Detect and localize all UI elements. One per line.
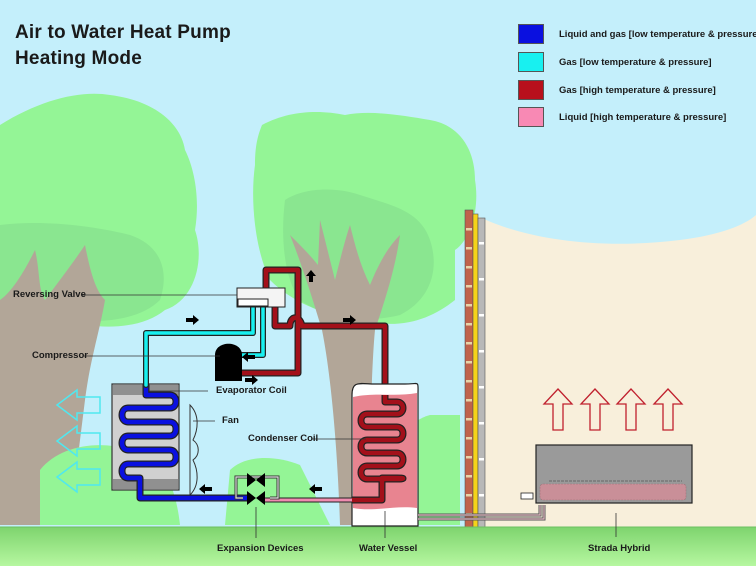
label-water-vessel: Water Vessel bbox=[359, 543, 418, 554]
plaster-mark bbox=[479, 314, 484, 317]
cool-air-arrows bbox=[55, 388, 101, 494]
label-fan: Fan bbox=[222, 415, 239, 426]
label-condenser-coil: Condenser Coil bbox=[248, 433, 319, 444]
legend-label: Liquid and gas [low temperature & pressu… bbox=[559, 28, 756, 40]
flow-arrow-left bbox=[242, 352, 255, 362]
heat-arrow bbox=[542, 388, 574, 431]
flow-arrow-right bbox=[186, 315, 199, 325]
wall-plaster-layer bbox=[477, 217, 486, 531]
cool-air-arrow bbox=[55, 424, 101, 458]
legend-item: Liquid [high temperature & pressure] bbox=[518, 106, 726, 128]
low-gas-pipe-fill bbox=[144, 300, 255, 387]
brick-mortar bbox=[466, 266, 472, 269]
house-wall bbox=[464, 209, 486, 531]
left-tree bbox=[0, 93, 199, 525]
brick-mortar bbox=[466, 228, 472, 231]
middle-tree-trunk bbox=[290, 220, 400, 525]
legend-item: Liquid and gas [low temperature & pressu… bbox=[518, 23, 756, 45]
label-expansion-devices: Expansion Devices bbox=[217, 543, 304, 554]
brick-mortar bbox=[466, 361, 472, 364]
flow-arrow-right bbox=[245, 375, 258, 385]
leader-lines bbox=[82, 294, 617, 538]
wall-brick-layer bbox=[464, 209, 474, 531]
expansion-valve-icon bbox=[247, 473, 265, 487]
heat-arrow bbox=[579, 388, 611, 431]
brick-mortar bbox=[466, 456, 472, 459]
flow-arrow-up bbox=[306, 270, 316, 282]
diagram-title: Air to Water Heat Pump bbox=[15, 22, 231, 43]
brick-mortar bbox=[466, 475, 472, 478]
plaster-mark bbox=[479, 422, 484, 425]
label-reversing-valve: Reversing Valve bbox=[13, 289, 86, 300]
strada-hybrid-radiator bbox=[520, 444, 693, 504]
evaporator-coil-pipe-fill bbox=[119, 382, 253, 501]
flow-arrow-left bbox=[199, 484, 212, 494]
plaster-mark bbox=[479, 494, 484, 497]
fan-icon bbox=[189, 403, 199, 497]
ground bbox=[0, 527, 756, 566]
expansion-devices bbox=[234, 473, 280, 505]
brick-mortar bbox=[466, 380, 472, 383]
label-compressor: Compressor bbox=[32, 350, 88, 361]
reversing-valve bbox=[236, 287, 286, 308]
plaster-mark bbox=[479, 386, 484, 389]
legend-label: Liquid [high temperature & pressure] bbox=[559, 111, 727, 123]
brick-mortar bbox=[466, 323, 472, 326]
legend-item: Gas [high temperature & pressure] bbox=[518, 79, 716, 101]
flow-arrow-left bbox=[309, 484, 322, 494]
brick-mortar bbox=[466, 247, 472, 250]
flow-arrow-right bbox=[343, 315, 356, 325]
condenser-coil-pipe-fill bbox=[352, 395, 406, 503]
legend-label: Gas [high temperature & pressure] bbox=[559, 84, 716, 96]
water-vessel bbox=[351, 382, 419, 527]
wall-insulation-layer bbox=[472, 213, 479, 531]
heat-arrows bbox=[542, 388, 684, 431]
high-gas-pipe-fill bbox=[239, 267, 388, 398]
label-evaporator-coil: Evaporator Coil bbox=[216, 385, 287, 396]
brick-mortar bbox=[466, 494, 472, 497]
brick-mortar bbox=[466, 399, 472, 402]
plaster-mark bbox=[479, 242, 484, 245]
cool-air-arrow bbox=[55, 388, 101, 422]
middle-tree bbox=[253, 112, 477, 525]
brick-mortar bbox=[466, 437, 472, 440]
radiator-heating-element bbox=[539, 483, 687, 501]
legend-swatch bbox=[518, 80, 544, 100]
legend-item: Gas [low temperature & pressure] bbox=[518, 51, 712, 73]
cool-air-arrow bbox=[55, 460, 101, 494]
flow-arrows bbox=[186, 270, 356, 494]
plaster-mark bbox=[479, 278, 484, 281]
legend-swatch bbox=[518, 107, 544, 127]
plaster-mark bbox=[479, 350, 484, 353]
expansion-valve-icon bbox=[247, 491, 265, 505]
legend-label: Gas [low temperature & pressure] bbox=[559, 56, 712, 68]
legend-swatch bbox=[518, 24, 544, 44]
brick-mortar bbox=[466, 304, 472, 307]
plaster-mark bbox=[479, 458, 484, 461]
compressor-body bbox=[215, 343, 242, 381]
brick-mortar bbox=[466, 285, 472, 288]
legend-swatch bbox=[518, 52, 544, 72]
heat-arrow bbox=[652, 388, 684, 431]
brick-mortar bbox=[466, 342, 472, 345]
brick-mortar bbox=[466, 418, 472, 421]
heat-arrow bbox=[615, 388, 647, 431]
left-tree-trunk bbox=[0, 245, 105, 525]
label-strada-hybrid: Strada Hybrid bbox=[588, 543, 651, 554]
diagram-subtitle: Heating Mode bbox=[15, 48, 142, 69]
radiator-valve bbox=[520, 492, 534, 500]
